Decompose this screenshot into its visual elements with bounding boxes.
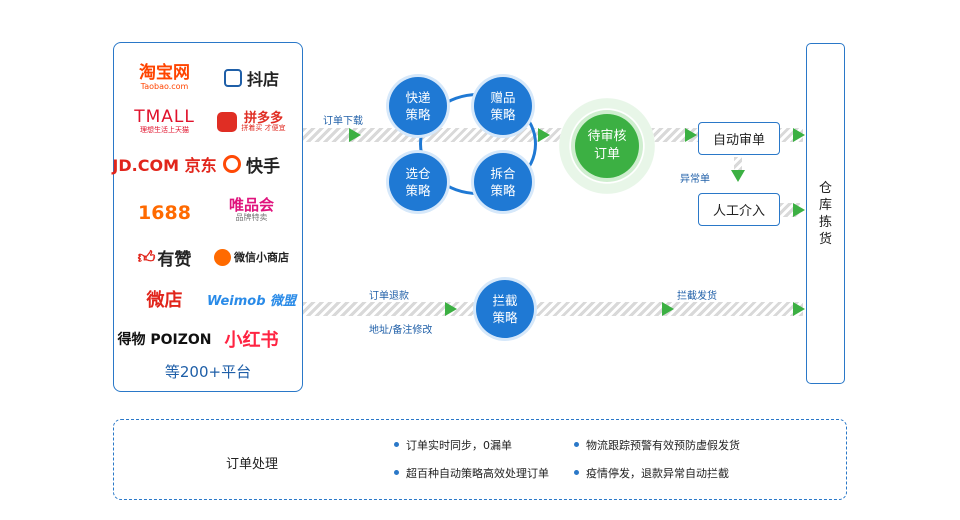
douyin-icon xyxy=(223,69,242,87)
jd-logo: JD.COM 京东 xyxy=(112,156,217,175)
poizon-logo: 得物 POIZON xyxy=(117,332,212,348)
gift-strategy-node: 赠品策略 xyxy=(474,77,532,135)
1688-logo: 1688 xyxy=(138,202,191,224)
intercept-strategy-node: 拦截策略 xyxy=(476,280,534,338)
youzan-logo: 👍︎ 有赞 xyxy=(137,247,192,270)
arrow-icon xyxy=(349,128,361,142)
arrow-icon xyxy=(538,128,550,142)
split-merge-strategy-node: 拆合策略 xyxy=(474,153,532,211)
xiaohongshu-logo: 小红书 xyxy=(224,330,279,351)
arrow-icon xyxy=(662,302,674,316)
vipshop-logo: 唯品会品牌特卖 xyxy=(228,195,274,222)
pinduoduo-logo: 拼多多拼着买 才便宜 xyxy=(209,107,294,137)
express-strategy-node: 快递策略 xyxy=(389,77,447,135)
pinduoduo-icon xyxy=(217,112,238,132)
arrow-down-icon xyxy=(731,170,745,182)
kuaishou-logo: 快手 xyxy=(209,149,294,179)
arrow-icon xyxy=(793,302,805,316)
pending-review-node: 待审核订单 xyxy=(575,114,639,178)
summary-bullet: 疫情停发，退款异常自动拦截 xyxy=(574,467,729,480)
arrow-icon xyxy=(445,302,457,316)
summary-bullet: 物流跟踪预警有效预防虚假发货 xyxy=(574,439,740,452)
weidian-logo: 微店 xyxy=(146,290,183,311)
summary-panel: 订单处理 订单实时同步，0漏单 物流跟踪预警有效预防虚假发货 超百种自动策略高效… xyxy=(113,419,847,500)
refund-flow-band xyxy=(303,302,803,316)
order-download-label: 订单下载 xyxy=(323,116,363,127)
shopping-bag-icon xyxy=(214,248,231,266)
arrow-icon xyxy=(793,203,805,217)
weimob-logo: Weimob 微盟 xyxy=(206,293,297,309)
wechat-store-logo: 微信小商店 xyxy=(209,242,294,272)
summary-bullet: 订单实时同步，0漏单 xyxy=(394,439,512,452)
summary-title: 订单处理 xyxy=(226,457,279,472)
intercept-ship-label: 拦截发货 xyxy=(677,291,717,302)
douyin-shop-logo: 抖店 xyxy=(209,63,294,93)
warehouse-picking-box: 仓库拣货 xyxy=(806,43,845,384)
warehouse-strategy-node: 选仓策略 xyxy=(389,153,447,211)
arrow-icon xyxy=(685,128,697,142)
order-refund-label: 订单退款 xyxy=(369,291,409,302)
thumbs-up-icon: 👍︎ xyxy=(137,247,156,268)
summary-bullet: 超百种自动策略高效处理订单 xyxy=(394,467,549,480)
arrow-icon xyxy=(793,128,805,142)
platforms-total-label: 等200+平台 xyxy=(164,363,252,381)
kuaishou-icon xyxy=(223,155,241,173)
exception-flow-band xyxy=(734,157,742,171)
auto-review-box: 自动审单 xyxy=(698,122,780,155)
manual-intervention-box: 人工介入 xyxy=(698,193,780,226)
exception-label: 异常单 xyxy=(680,174,710,185)
address-remark-label: 地址/备注修改 xyxy=(369,325,433,336)
